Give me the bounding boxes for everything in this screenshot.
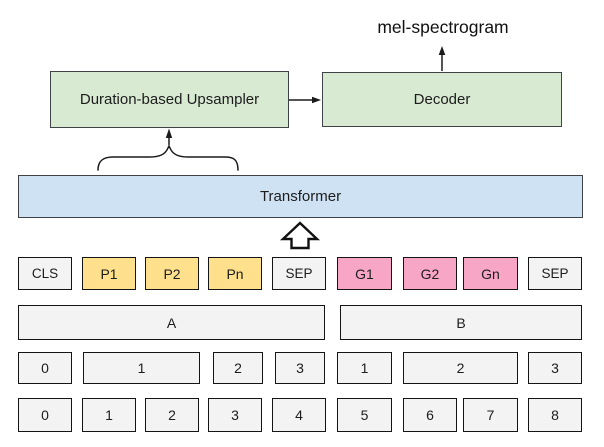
index-box: 0 bbox=[18, 398, 72, 432]
decoder-output-arrow-icon bbox=[438, 46, 446, 71]
segment-b: B bbox=[340, 305, 582, 340]
position-box: 2 bbox=[213, 352, 263, 384]
upsampler-to-decoder-arrow-icon bbox=[289, 96, 321, 104]
token-p1: P1 bbox=[82, 257, 136, 290]
index-box: 7 bbox=[463, 398, 518, 432]
position-box: 3 bbox=[275, 352, 325, 384]
upsampler-block: Duration-based Upsampler bbox=[50, 71, 289, 128]
position-box: 2 bbox=[403, 352, 518, 384]
token-sep-2: SEP bbox=[528, 257, 582, 290]
brace-connector-icon bbox=[97, 128, 239, 171]
segment-a: A bbox=[18, 305, 325, 340]
position-box: 3 bbox=[528, 352, 582, 384]
mel-spectrogram-label: mel-spectrogram bbox=[377, 17, 509, 37]
position-box: 1 bbox=[337, 352, 392, 384]
token-g1: G1 bbox=[337, 257, 392, 290]
token-cls: CLS bbox=[18, 257, 72, 290]
token-p2: P2 bbox=[145, 257, 199, 290]
transformer-input-arrow-icon bbox=[279, 221, 321, 250]
index-box: 1 bbox=[82, 398, 136, 432]
token-gn: Gn bbox=[463, 257, 518, 290]
position-box: 0 bbox=[18, 352, 72, 384]
transformer-block: Transformer bbox=[18, 175, 583, 218]
index-box: 8 bbox=[528, 398, 582, 432]
index-box: 4 bbox=[272, 398, 326, 432]
decoder-block: Decoder bbox=[322, 72, 562, 127]
index-box: 3 bbox=[208, 398, 262, 432]
position-box: 1 bbox=[83, 352, 200, 384]
index-box: 6 bbox=[403, 398, 457, 432]
index-box: 2 bbox=[145, 398, 199, 432]
token-pn: Pn bbox=[208, 257, 262, 290]
token-sep-1: SEP bbox=[272, 257, 326, 290]
index-box: 5 bbox=[337, 398, 392, 432]
token-g2: G2 bbox=[403, 257, 457, 290]
